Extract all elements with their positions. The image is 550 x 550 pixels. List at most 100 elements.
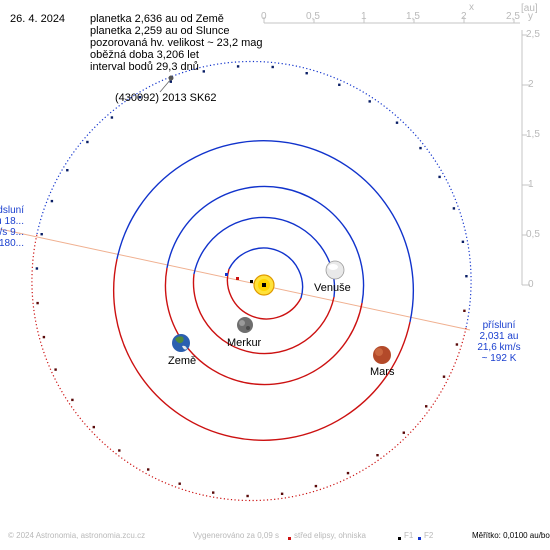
info-line: planetka 2,259 au od Slunce [90, 25, 230, 37]
info-line: interval bodů 29,3 dnů [90, 61, 199, 73]
orbit-point [461, 240, 465, 243]
legend-f2-text: F2 [424, 531, 434, 540]
orbit-point [376, 454, 379, 457]
orbit-point [86, 140, 89, 144]
orbit-point [338, 83, 341, 86]
perihelion-temperature: ~ 192 K [481, 353, 517, 364]
orbit-point [178, 482, 181, 485]
aphelion-title: odsluní [0, 205, 24, 216]
mercury-label: Merkur [227, 337, 262, 349]
mercury-orbit [226, 247, 304, 320]
orbit-point [110, 116, 114, 119]
y-tick-label: 1 [528, 179, 534, 190]
orbit-point [42, 335, 46, 339]
focus-f2-marker [225, 273, 228, 276]
focus-f1-marker [250, 280, 253, 283]
orbit-point [236, 65, 240, 68]
earth-label: Země [168, 355, 197, 367]
orbit-point [202, 70, 205, 73]
x-tick-label: 1 [361, 11, 367, 22]
asteroid-label-pointer [159, 78, 172, 93]
date-label: 26. 4. 2024 [10, 13, 66, 25]
orbit-point [455, 343, 459, 346]
aphelion-distance: ...18 au [0, 216, 24, 227]
orbit-point [138, 96, 142, 99]
orbit-point [169, 80, 172, 83]
legend-center-swatch [288, 537, 291, 540]
orbit-point [271, 65, 274, 69]
y-axis [521, 30, 530, 286]
orbit-point [368, 100, 371, 103]
x-tick-label: 0,5 [306, 11, 320, 22]
mars-planet [373, 346, 391, 364]
orbit-point [212, 491, 215, 494]
mercury-planet [237, 317, 253, 333]
mars-label: Mars [370, 366, 395, 378]
perihelion-title: přísluní [482, 320, 516, 331]
x-tick-label: 2 [461, 11, 467, 22]
orbit-point [36, 301, 39, 305]
orbit-point [465, 275, 468, 278]
legend-f2-swatch [418, 537, 421, 540]
orbit-point [246, 494, 249, 498]
legend-f1-text: F1 [404, 531, 414, 540]
legend-center-text: střed elipsy, ohniska [294, 531, 366, 540]
orbit-point [66, 169, 69, 172]
y-tick-label: 2,5 [526, 29, 540, 40]
orbit-point [147, 468, 150, 471]
orbit-point [40, 233, 43, 236]
orbit-point [419, 146, 422, 150]
y-tick-label: 0 [528, 279, 534, 290]
generated-time-text: Vygenerováno za 0,09 s [193, 531, 279, 540]
ellipse-center-marker [236, 277, 239, 280]
info-line: pozorovaná hv. velikost ~ 23,2 mag [90, 37, 263, 49]
info-line: oběžná doba 3,206 let [90, 49, 199, 61]
orbit-point [346, 471, 350, 475]
orbit-point [314, 484, 318, 488]
orbit-point [71, 398, 74, 402]
x-tick-label: 1,5 [406, 11, 420, 22]
orbit-point [452, 207, 456, 210]
apsides-line [0, 228, 471, 331]
x-tick-label: 2,5 [506, 11, 520, 22]
info-line: planetka 2,636 au od Země [90, 13, 224, 25]
orbit-point [402, 431, 405, 434]
asteroid-position [168, 75, 174, 81]
orbit-point [280, 492, 284, 495]
orbit-point [395, 121, 399, 124]
orbit-point [92, 425, 95, 429]
orbit-point [305, 72, 308, 75]
unit-label: [au] [521, 3, 538, 14]
aphelion-speed: ...9 km/s [0, 227, 24, 238]
orbit-point [463, 309, 466, 312]
aphelion-info: odsluní ...18 au ...9 km/s ...180 K [0, 205, 24, 249]
orbit-point-markers [35, 65, 468, 498]
y-axis-label: y [528, 11, 533, 22]
orbit-point [54, 368, 57, 371]
perihelion-distance: 2,031 au [479, 331, 519, 342]
aphelion-temperature: ...180 K [0, 238, 24, 249]
venus-planet [325, 260, 345, 280]
orbit-point [118, 449, 121, 452]
perihelion-speed: 21,6 km/s [477, 342, 521, 353]
orbit-point [438, 175, 441, 179]
orbit-point [442, 375, 446, 378]
orbit-point [35, 267, 39, 270]
sun [253, 274, 275, 296]
scale-text: Měřítko: 0,0100 au/bod [472, 531, 550, 540]
venus-label: Venuše [314, 282, 351, 294]
copyright-text: © 2024 Astronomia, astronomia.zcu.cz [8, 531, 146, 540]
mars-orbit [112, 139, 415, 442]
orbit-point [425, 405, 428, 408]
x-axis-label: x [469, 2, 474, 13]
perihelion-info: přísluní 2,031 au 21,6 km/s ~ 192 K [468, 320, 530, 364]
asteroid-name-label: (430092) 2013 SK62 [115, 92, 217, 104]
legend-f1-swatch [398, 537, 401, 540]
y-tick-label: 0,5 [526, 229, 540, 240]
info-block: planetka 2,636 au od Země planetka 2,259… [90, 13, 263, 73]
y-tick-label: 2 [528, 79, 534, 90]
earth-planet [172, 334, 190, 352]
earth-orbit [164, 185, 365, 386]
x-axis [263, 17, 520, 24]
